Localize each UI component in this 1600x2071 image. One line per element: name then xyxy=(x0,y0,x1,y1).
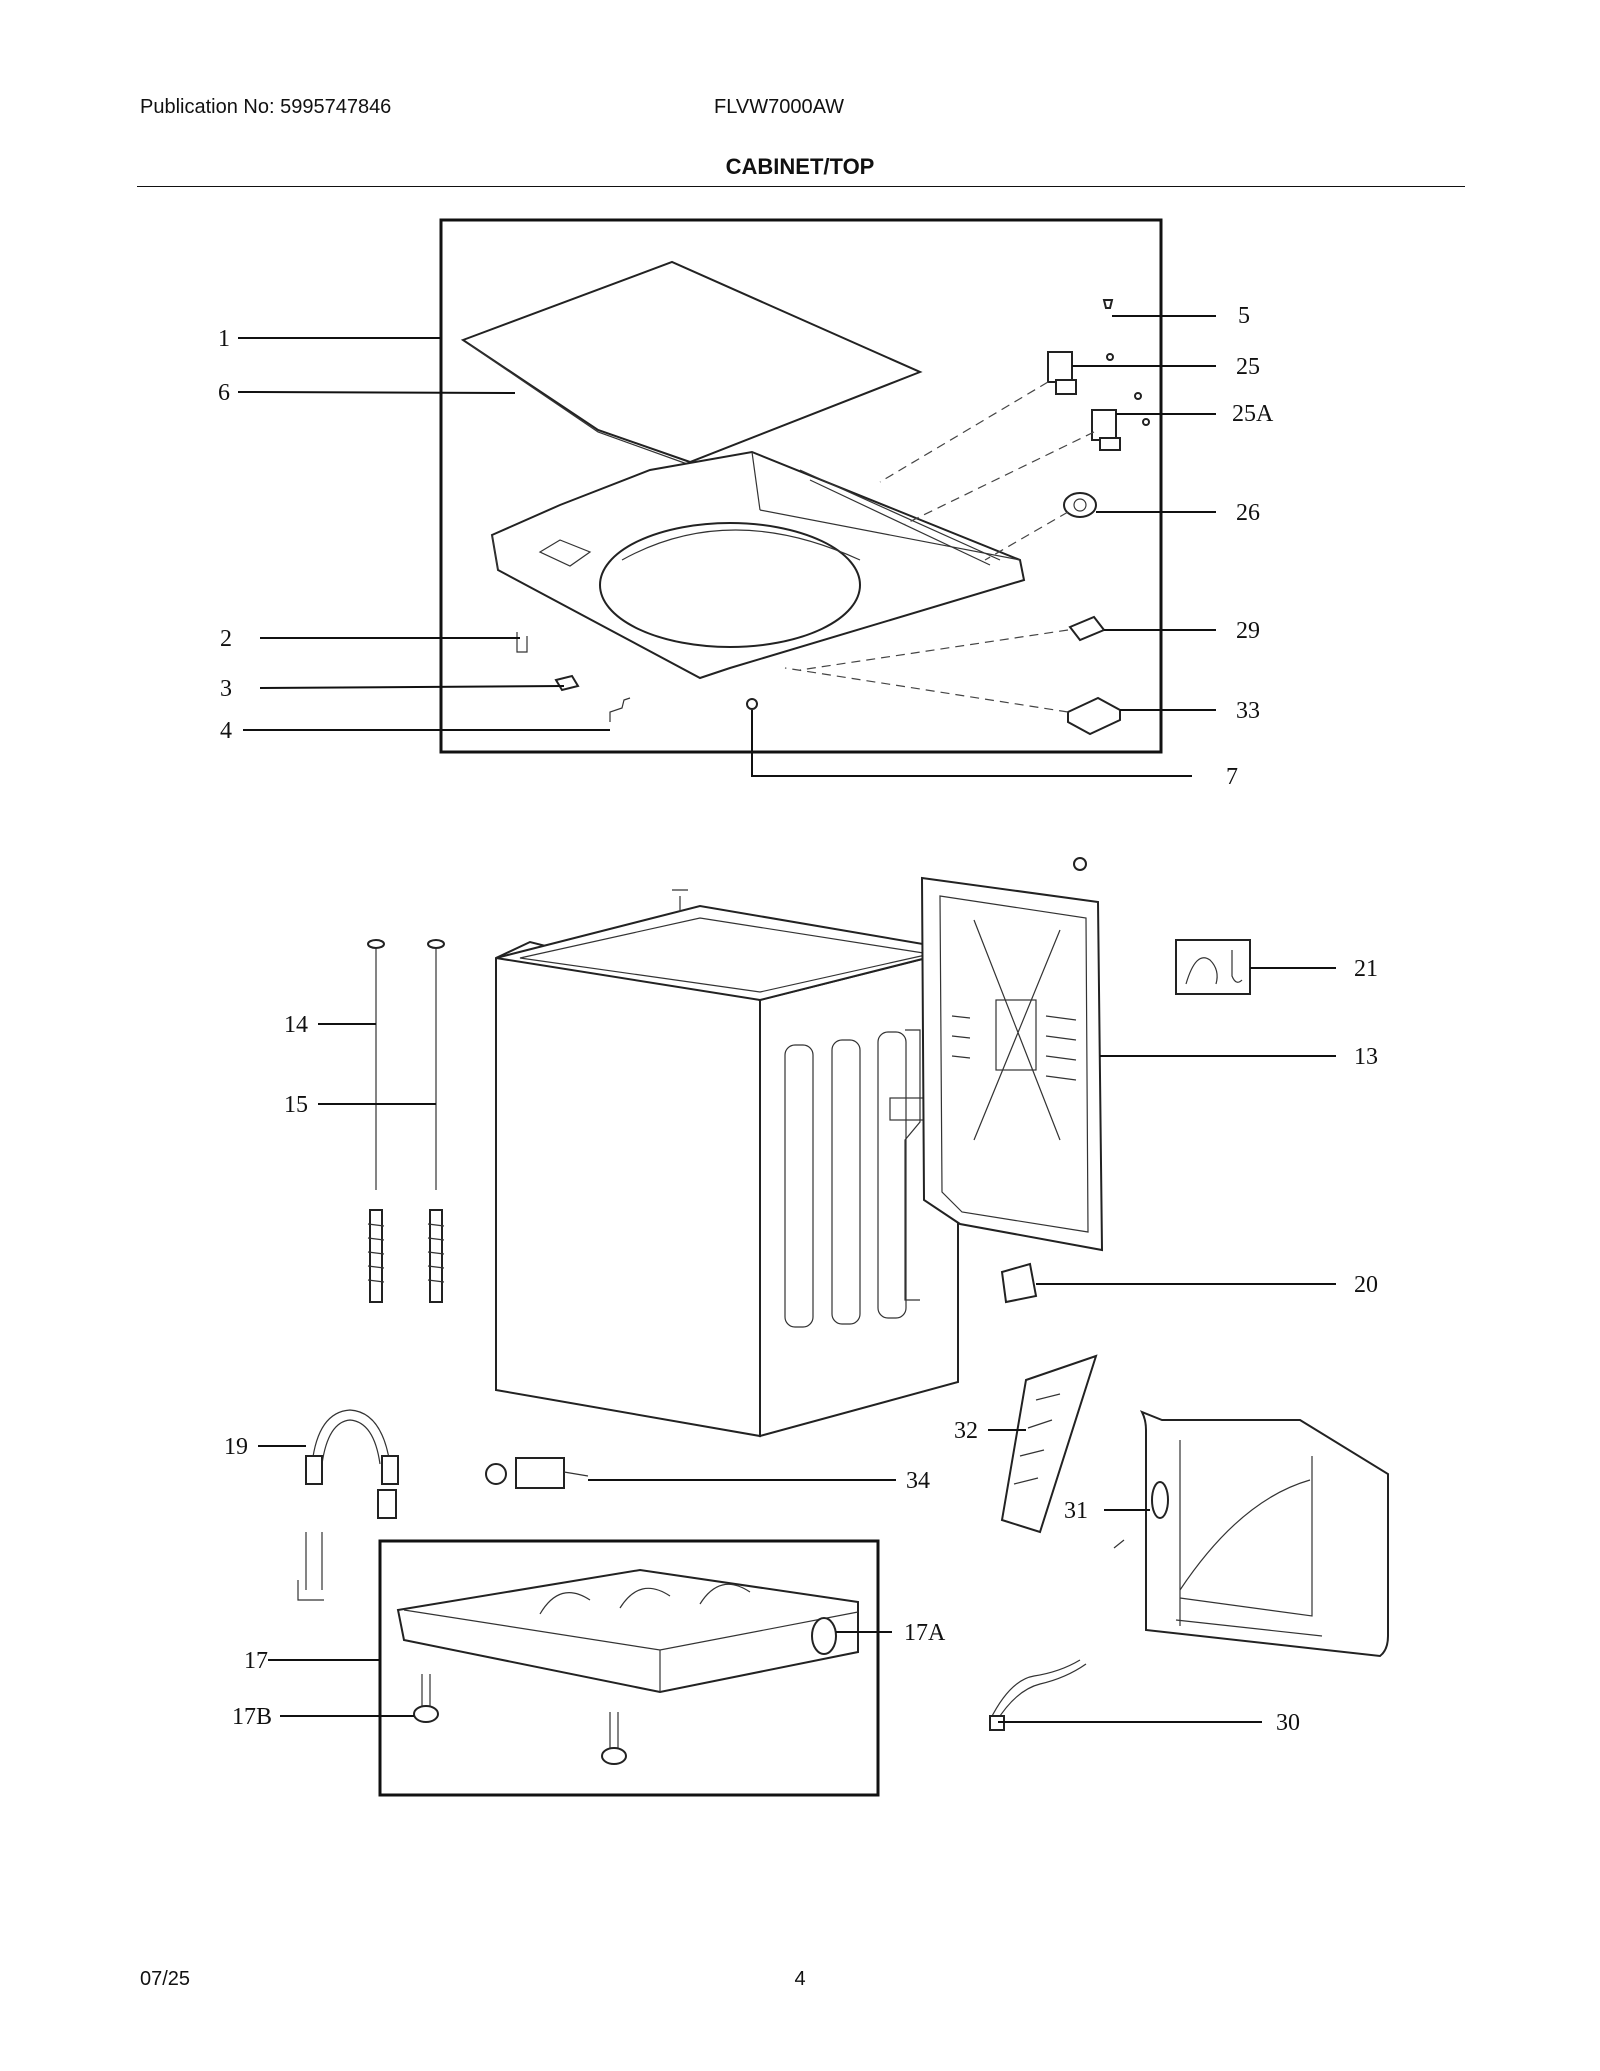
screw-part-7 xyxy=(746,698,758,710)
spring-part xyxy=(609,697,631,722)
callout-6: 6 xyxy=(218,380,230,406)
control-board-part-32 xyxy=(1000,1354,1098,1534)
control-module-part-33 xyxy=(1067,696,1121,736)
callout-34: 34 xyxy=(906,1468,930,1494)
publication-number: Publication No: 5995747846 xyxy=(140,96,392,118)
callout-3: 3 xyxy=(220,676,232,702)
leader-7 xyxy=(751,710,1192,777)
callout-5: 5 xyxy=(1238,303,1250,329)
top-assembly-frame xyxy=(439,218,1163,754)
pressure-switch-part xyxy=(1063,492,1097,518)
bracket-part-20 xyxy=(1000,1262,1038,1304)
page-number: 4 xyxy=(794,1968,806,1990)
relay-part-29 xyxy=(1068,615,1106,642)
callout-20: 20 xyxy=(1354,1272,1378,1298)
model-number: FLVW7000AW xyxy=(714,96,845,118)
drain-pump-part-34 xyxy=(485,1457,589,1489)
section-title: CABINET/TOP xyxy=(725,154,875,179)
callout-14: 14 xyxy=(284,1012,308,1038)
callout-17a: 17A xyxy=(904,1620,946,1646)
cabinet-part xyxy=(495,889,959,1438)
callout-15: 15 xyxy=(284,1092,308,1118)
callout-7: 7 xyxy=(1226,764,1238,790)
console-part-31 xyxy=(1139,1410,1389,1658)
callout-25: 25 xyxy=(1236,354,1260,380)
screw-part-31 xyxy=(1113,1539,1125,1549)
callout-2: 2 xyxy=(220,626,232,652)
callout-17b: 17B xyxy=(232,1704,272,1730)
lid-switch-part xyxy=(554,674,580,692)
leader-3 xyxy=(259,685,565,689)
callout-19: 19 xyxy=(224,1434,248,1460)
screw-part-5 xyxy=(1102,299,1114,309)
callout-30: 30 xyxy=(1276,1710,1300,1736)
callout-32: 32 xyxy=(954,1418,978,1444)
base-assembly-frame xyxy=(378,1539,880,1797)
callout-21: 21 xyxy=(1354,956,1378,982)
callout-26: 26 xyxy=(1236,500,1260,526)
leveling-foot-17b-left xyxy=(413,1674,439,1723)
callout-29: 29 xyxy=(1236,618,1260,644)
top-panel-part xyxy=(490,450,1026,680)
water-valve-25a-part xyxy=(1091,392,1150,451)
callout-13: 13 xyxy=(1354,1044,1378,1070)
suspension-rod-14 xyxy=(367,939,385,1303)
leader-6 xyxy=(237,391,516,394)
footer-date: 07/25 xyxy=(140,1968,191,1990)
inset-part-21 xyxy=(1175,939,1251,995)
callout-1: 1 xyxy=(218,326,230,352)
callout-4: 4 xyxy=(220,718,232,744)
suspension-rod-15 xyxy=(427,939,445,1303)
hose-part-19 xyxy=(297,1409,399,1601)
callout-33: 33 xyxy=(1236,698,1260,724)
rear-panel-part xyxy=(920,876,1104,1252)
rear-screw-part xyxy=(1073,857,1087,871)
header-divider xyxy=(137,186,1465,187)
base-part-17 xyxy=(396,1568,859,1694)
water-valve-part xyxy=(1047,351,1114,395)
callout-17: 17 xyxy=(244,1648,268,1674)
callout-31: 31 xyxy=(1064,1498,1088,1524)
hinge-part xyxy=(516,632,528,653)
harness-part-30 xyxy=(989,1659,1087,1731)
callout-25a: 25A xyxy=(1232,401,1274,427)
leveling-foot-17b-right xyxy=(601,1712,627,1765)
lid-part xyxy=(460,260,923,466)
